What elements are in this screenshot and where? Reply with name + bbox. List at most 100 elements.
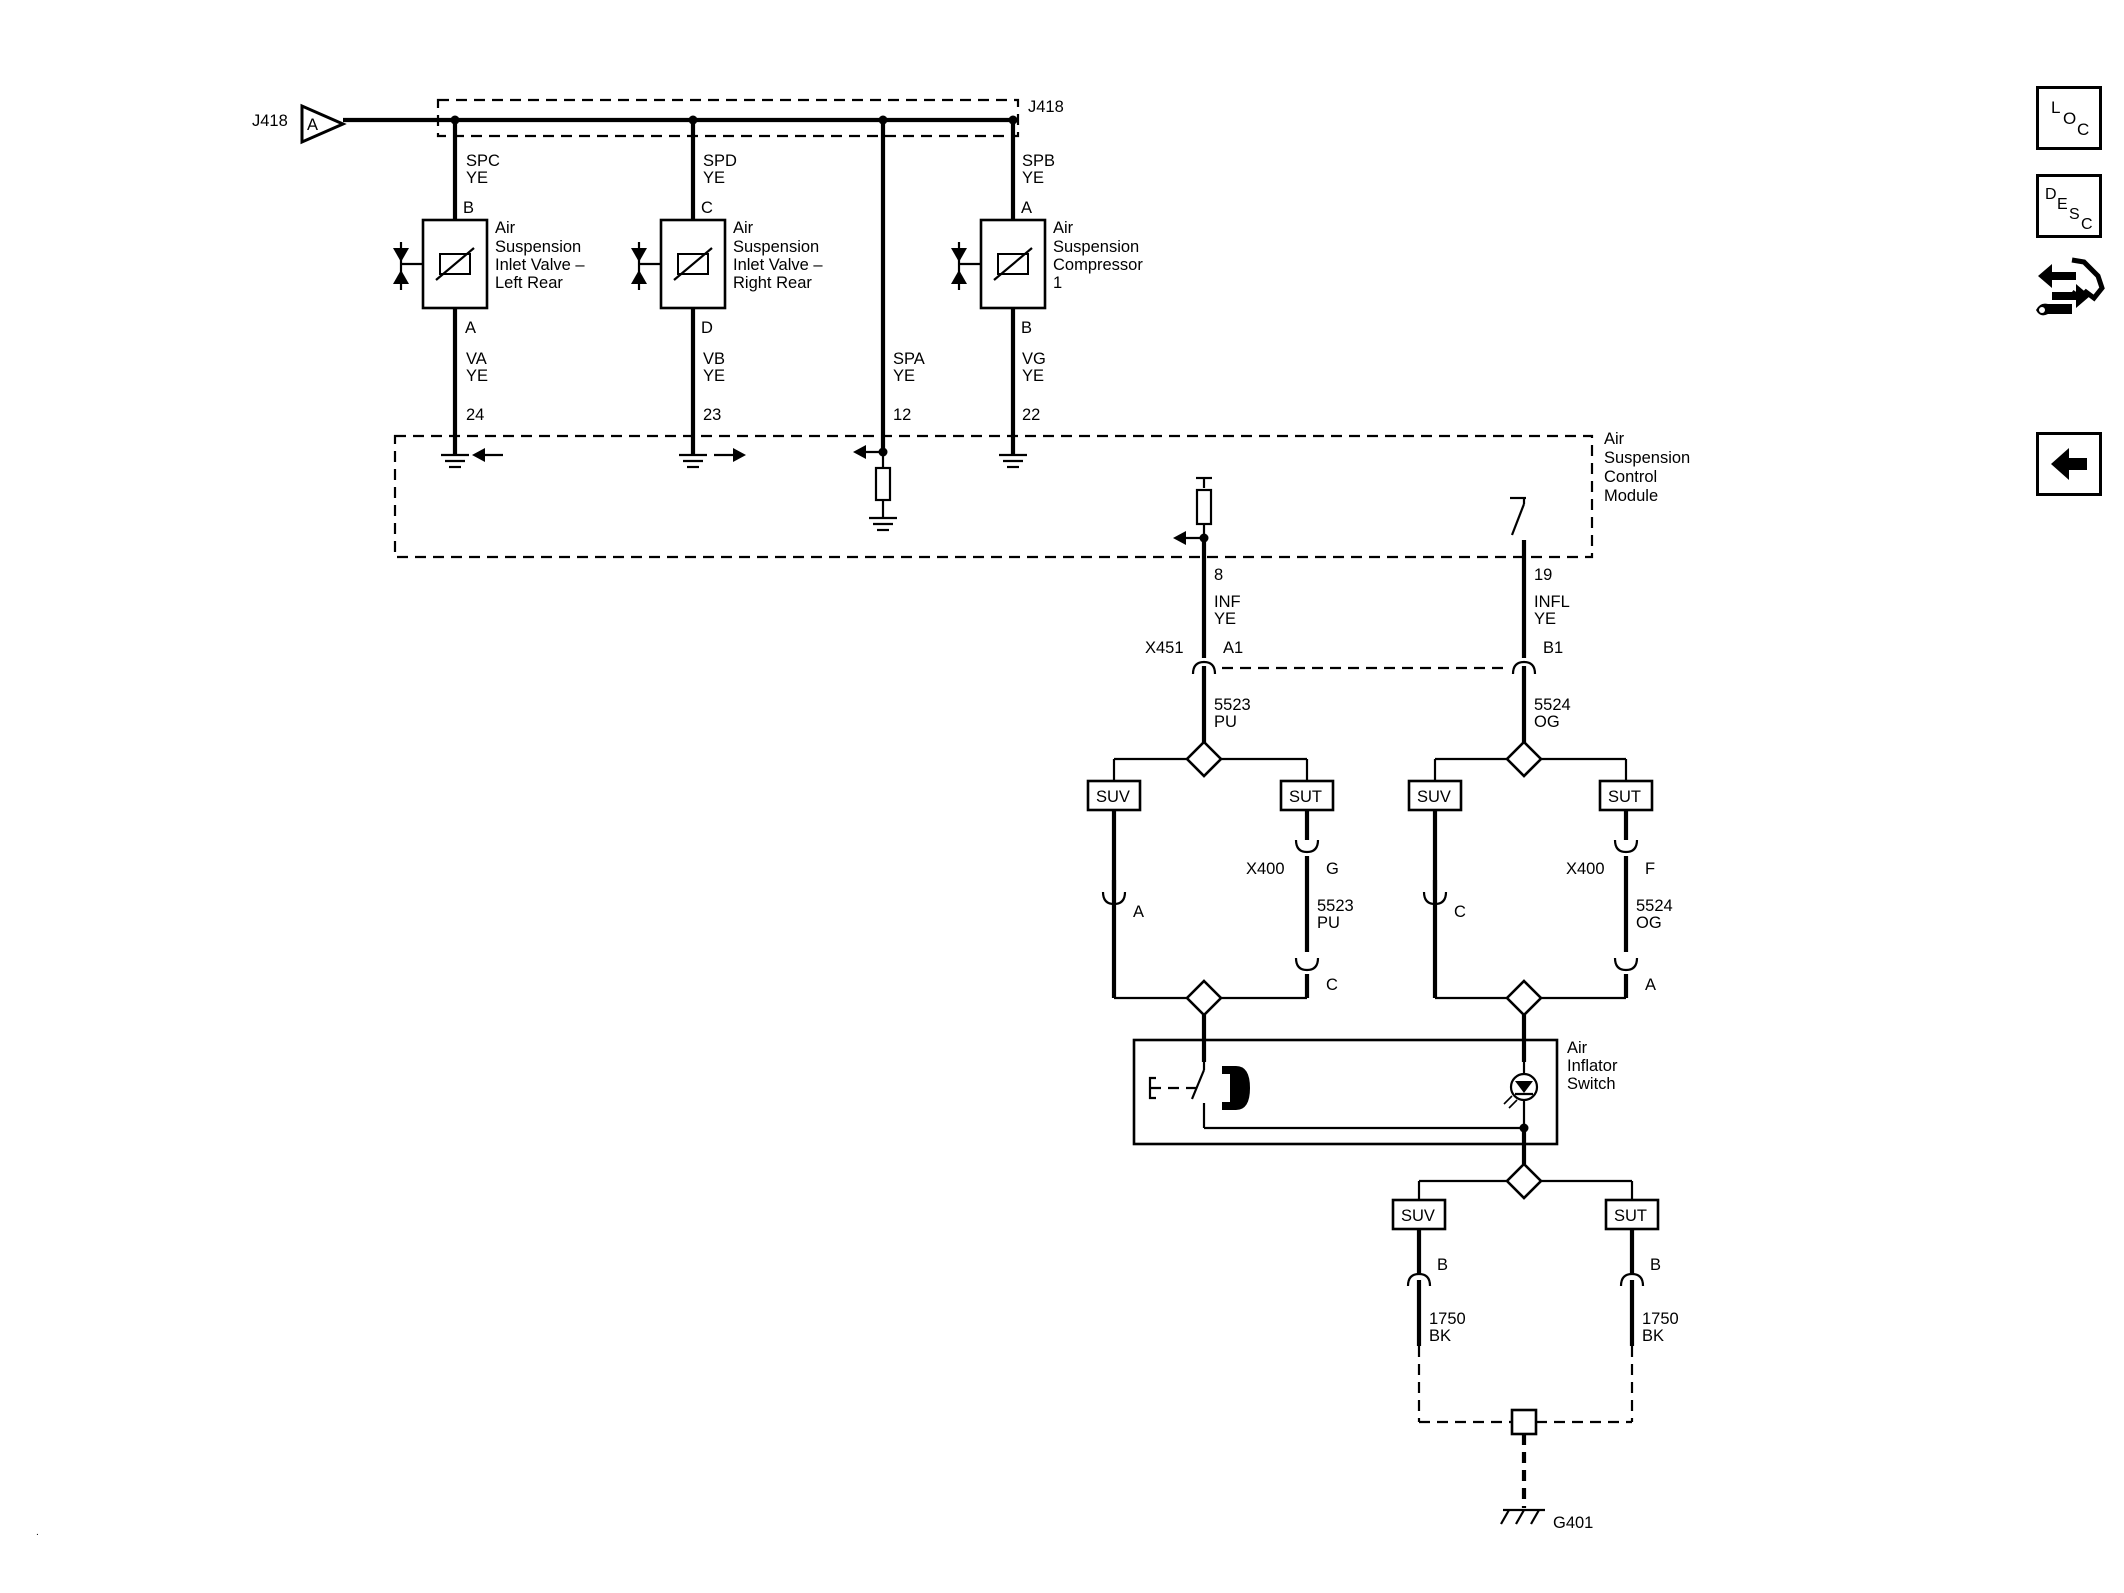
desc-letter-c: C [2081,216,2093,233]
pin-c-x400-left: C [1326,976,1338,994]
sut-tag-ground: SUT [1614,1207,1647,1225]
module-pin-8: 8 [1214,566,1223,584]
sut-tag-right: SUT [1608,788,1641,806]
pin-b-bottom-label: B [1021,319,1032,337]
ground-g401-label: G401 [1553,1514,1593,1532]
pin-b-ground-right: B [1650,1256,1661,1274]
switch-title-2: Inflator [1567,1057,1618,1075]
spa-sense-circuit: SPA YE 12 [853,120,925,532]
suv-tag-left: SUV [1096,788,1130,806]
pin-a-label: A [465,319,476,337]
wire-vg-color: YE [1022,367,1044,385]
sut-tag-left: SUT [1289,788,1322,806]
module-pin-22: 22 [1022,406,1040,424]
comp-title-2: Suspension [1053,238,1139,256]
wire-va-label: VA [466,350,487,368]
pin-c-label: C [701,199,713,217]
loc-letter-o: O [2063,109,2076,128]
wire-spa-color: YE [893,367,915,385]
module-title-3: Control [1604,468,1657,486]
air-suspension-compressor: SPB YE A Air Suspension Compressor 1 B V… [951,120,1143,469]
suv-tag-ground: SUV [1401,1207,1435,1225]
wire-spb-label: SPB [1022,152,1055,170]
j418-splice-connector: J418 A J418 [252,98,1064,145]
module-pin-12: 12 [893,406,911,424]
wire-infl-label: INFL [1534,593,1570,611]
inf-variant-block: SUV SUT X400 G 5523 PU C A [1086,757,1354,1062]
rr-title-3: Inlet Valve – [733,256,823,274]
wire-spc-color: YE [466,169,488,187]
wire-spa-label: SPA [893,350,925,368]
connector-x400-left: X400 [1246,860,1285,878]
wire-spd-label: SPD [703,152,737,170]
wire-5524b-color: OG [1636,914,1662,932]
air-suspension-control-module: Air Suspension Control Module [393,430,1690,559]
comp-title-3: Compressor [1053,256,1143,274]
wire-5524b-label: 5524 [1636,897,1673,915]
pin-d-label: D [701,319,713,337]
module-title-2: Suspension [1604,449,1690,467]
desc-letter-s: S [2069,206,2080,223]
wire-spd-color: YE [703,169,725,187]
infl-variant-block: SUV SUT X400 F 5524 OG A C [1407,757,1673,1062]
wire-5523-color: PU [1214,713,1237,731]
wire-5524-color: OG [1534,713,1560,731]
rr-title-2: Suspension [733,238,819,256]
wire-inf-label: INF [1214,593,1241,611]
wire-spc-label: SPC [466,152,500,170]
pin-a-x400-right: A [1645,976,1656,994]
j418-right-label: J418 [1028,98,1064,116]
rr-title-1: Air [733,219,754,237]
wire-vb-color: YE [703,367,725,385]
wire-5523b-label: 5523 [1317,897,1354,915]
lr-title-1: Air [495,219,516,237]
ground-circuit: SUV SUT B B 1750 BK 1750 BK G401 [1391,1128,1679,1532]
component-views-icon[interactable] [2032,252,2108,332]
wire-infl-color: YE [1534,610,1556,628]
wire-1750-left-label: 1750 [1429,1310,1466,1328]
connector-x400-right: X400 [1566,860,1605,878]
pin-a-x400-left: A [1133,903,1144,921]
lr-title-4: Left Rear [495,274,563,292]
back-button[interactable] [2036,432,2102,496]
lr-title-3: Inlet Valve – [495,256,585,274]
pin-a-top-label: A [1021,199,1032,217]
pin-c-x400-right: C [1454,903,1466,921]
wire-1750-right-label: 1750 [1642,1310,1679,1328]
air-inflator-switch: Air Inflator Switch [1132,1038,1618,1146]
switch-title-1: Air [1567,1039,1588,1057]
comp-title-1: Air [1053,219,1074,237]
j418-left-label: J418 [252,112,288,130]
wire-1750-left-color: BK [1429,1327,1451,1345]
loc-icon: L O C [2051,98,2089,139]
desc-icon: D E S C [2045,186,2093,233]
wire-spb-color: YE [1022,169,1044,187]
wire-1750-right-color: BK [1642,1327,1664,1345]
wire-vb-label: VB [703,350,725,368]
pin-b-ground-left: B [1437,1256,1448,1274]
wire-5523-label: 5523 [1214,696,1251,714]
loc-letter-l: L [2051,98,2060,117]
pin-a1-label: A1 [1223,639,1243,657]
inlet-valve-right-rear: SPD YE C Air Suspension Inlet Valve – Ri… [631,120,823,469]
comp-title-4: 1 [1053,274,1062,292]
description-button[interactable]: D E S C [2036,174,2102,238]
inf-infl-circuits: 8 INF YE 19 INFL YE X451 A1 B1 5523 PU 5… [1145,538,1571,778]
switch-title-3: Switch [1567,1075,1616,1093]
desc-letter-d: D [2045,186,2057,203]
location-button[interactable]: L O C [2036,86,2102,150]
wire-vg-label: VG [1022,350,1046,368]
inlet-valve-left-rear: SPC YE B Air Suspension Inlet Valve – Le… [393,120,585,469]
j418-connector-letter: A [307,116,318,134]
wire-5523b-color: PU [1317,914,1340,932]
page-margin-mark: . [36,1527,39,1538]
module-pin-19: 19 [1534,566,1552,584]
module-title-1: Air [1604,430,1625,448]
desc-letter-e: E [2057,196,2068,213]
lr-title-2: Suspension [495,238,581,256]
rr-title-4: Right Rear [733,274,812,292]
wire-5524-label: 5524 [1534,696,1571,714]
wire-inf-color: YE [1214,610,1236,628]
connector-x451-label: X451 [1145,639,1184,657]
